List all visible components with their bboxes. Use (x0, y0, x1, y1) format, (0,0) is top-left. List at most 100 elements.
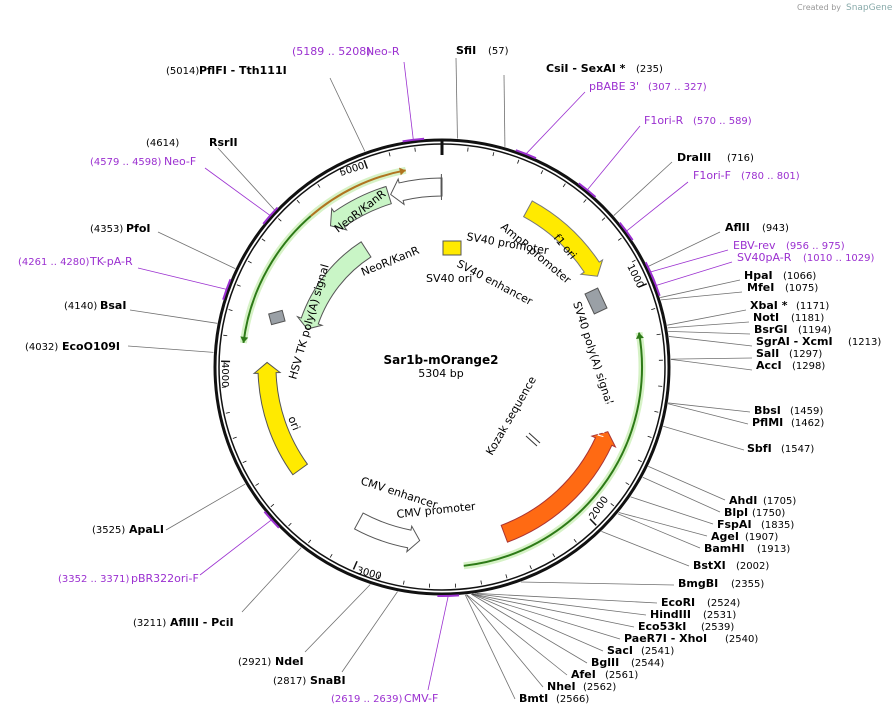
site-bstxi[interactable]: BstXI (693, 559, 726, 572)
site-acci[interactable]: AccI (756, 359, 782, 372)
site-apali[interactable]: ApaLI (129, 523, 164, 536)
site-bglii[interactable]: BglII (591, 656, 619, 669)
feature-label-cmv-promoter: CMV promoter (396, 500, 477, 521)
leader-line (199, 519, 272, 576)
primer-pbr322ori-f[interactable]: pBR322ori-F (131, 572, 199, 585)
site-pfoi-pos: (4353) (90, 224, 123, 235)
feature-hsv-tk-polya-box (268, 309, 286, 326)
primer-cmv-f[interactable]: CMV-F (404, 692, 438, 705)
primer-neo-f[interactable]: Neo-F (164, 155, 196, 168)
primer-sv40pa-r[interactable]: SV40pA-R (737, 251, 792, 264)
primer-pbr322ori-f-range: (3352 .. 3371) (58, 574, 130, 585)
site-nhei[interactable]: NheI (547, 680, 576, 693)
site-ndei[interactable]: NdeI (275, 655, 304, 668)
site-hindiii[interactable]: HindIII (650, 608, 691, 621)
primer-ebv-rev-range: (956 .. 975) (786, 241, 845, 252)
site-noti[interactable]: NotI (753, 311, 779, 324)
leader-line (668, 330, 751, 335)
site-snabi[interactable]: SnaBI (310, 674, 346, 687)
site-saci[interactable]: SacI (607, 644, 633, 657)
site-rsrii[interactable]: RsrII (209, 136, 238, 149)
ruler-minor-tick (278, 218, 282, 222)
leader-line (618, 512, 708, 537)
ruler-minor-tick (529, 565, 532, 570)
site-xbai-pos: (1171) (796, 301, 829, 312)
site-pfoi[interactable]: PfoI (126, 222, 151, 235)
site-bmgbi[interactable]: BmgBI (678, 577, 718, 590)
site-mfei-pos: (1075) (785, 283, 818, 294)
ruler-minor-tick (517, 159, 520, 164)
plasmid-name: Sar1b-mOrange2 (384, 353, 499, 367)
ruler-minor-tick (242, 460, 247, 464)
ruler-minor-tick (388, 152, 391, 157)
leader-line (472, 593, 621, 640)
site-agei[interactable]: AgeI (711, 530, 739, 543)
primer-neo-r[interactable]: Neo-R (366, 45, 400, 58)
primer-ebv-rev[interactable]: EBV-rev (733, 239, 776, 252)
primer-neo-r-range[interactable]: (5189 .. 5208) (292, 45, 371, 58)
site-fspai[interactable]: FspAI (717, 518, 752, 531)
site-csii-pos: (235) (636, 64, 663, 75)
site-afei-pos: (2561) (605, 670, 638, 681)
primer-pbabe3[interactable]: pBABE 3' (589, 80, 639, 93)
site-afliii[interactable]: AflIII - PciI (170, 616, 234, 629)
site-ndei-pos: (2921) (238, 657, 271, 668)
site-noti-pos: (1181) (791, 313, 824, 324)
leader-line (157, 231, 236, 269)
leader-line (304, 584, 371, 653)
site-eco53ki[interactable]: Eco53kI (638, 620, 686, 633)
feature-ori-arrow (252, 361, 309, 476)
site-pflfi[interactable]: PflFI - Tth111I (199, 64, 287, 77)
site-mfei[interactable]: MfeI (747, 281, 774, 294)
site-ecori[interactable]: EcoRI (661, 596, 695, 609)
site-sgrai[interactable]: SgrAI - XcmI (756, 335, 833, 348)
site-ahdi[interactable]: AhdI (729, 494, 757, 507)
site-paer7i[interactable]: PaeR7I - XhoI (624, 632, 707, 645)
plasmid-size: 5304 bp (418, 367, 463, 380)
feature-neor-cds-outer (242, 209, 319, 344)
site-hpai[interactable]: HpaI (744, 269, 773, 282)
primer-cmv-f-range: (2619 .. 2639) (331, 694, 403, 705)
site-bmti[interactable]: BmtI (519, 692, 548, 705)
primer-f1ori-f[interactable]: F1ori-F (693, 169, 731, 182)
site-afei[interactable]: AfeI (571, 668, 596, 681)
leader-line (129, 309, 218, 324)
feature-ampr-promoter-arrow (440, 173, 443, 201)
ruler-minor-tick (562, 183, 566, 188)
primer-f1ori-r[interactable]: F1ori-R (644, 114, 684, 127)
site-eco0109i[interactable]: EcoO109I (62, 340, 120, 353)
ruler-ticks (221, 146, 663, 588)
leader-line (476, 592, 658, 604)
site-csii[interactable]: CsiI - SexAI * (546, 62, 626, 75)
site-bbsi[interactable]: BbsI (754, 404, 781, 417)
site-apali-pos: (3525) (92, 525, 125, 536)
leader-line (626, 181, 689, 232)
site-sbfi[interactable]: SbfI (747, 442, 772, 455)
ruler-minor-tick (654, 411, 659, 413)
site-sfii[interactable]: SfiI (456, 44, 476, 57)
ruler-minor-tick (317, 184, 321, 188)
primer-neo-f-range: (4579 .. 4598) (90, 157, 162, 168)
site-sfii-pos: (57) (488, 46, 509, 57)
ruler-major-tick (589, 518, 597, 526)
site-draiii[interactable]: DraIII (677, 151, 711, 164)
leader-line (472, 593, 635, 628)
leader-line (630, 496, 714, 525)
site-aflii[interactable]: AflII (725, 221, 750, 234)
site-sali[interactable]: SalI (756, 347, 779, 360)
site-bsrgi[interactable]: BsrGI (754, 323, 787, 336)
site-blpi[interactable]: BlpI (724, 506, 748, 519)
feature-neor-orange-track (310, 169, 406, 217)
site-bamhi[interactable]: BamHI (704, 542, 745, 555)
primer-tk-pa-r[interactable]: TK-pA-R (89, 255, 133, 268)
site-eco53ki-pos: (2539) (701, 622, 734, 633)
leader-line (455, 57, 458, 139)
feature-neor-upper-arrow (329, 185, 392, 231)
site-bsai[interactable]: BsaI (100, 299, 126, 312)
ruler-minor-tick (656, 333, 661, 336)
ruler-minor-tick (647, 435, 652, 438)
site-pflmi[interactable]: PflMI (752, 416, 783, 429)
primer-binding-mark (515, 149, 537, 160)
site-xbai[interactable]: XbaI * (750, 299, 788, 312)
